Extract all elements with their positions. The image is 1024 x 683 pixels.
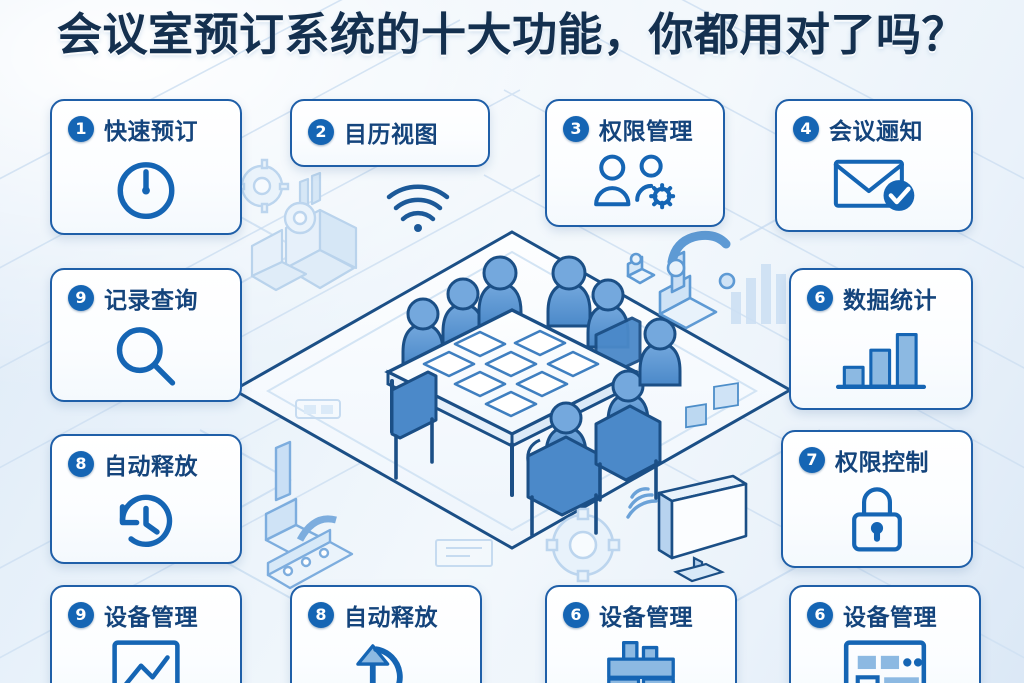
feature-card-data-statistics[interactable]: 6 数掘统计	[789, 268, 973, 410]
feature-card-equipment-management-device[interactable]: 6 设备管理	[545, 585, 737, 683]
lock-icon	[783, 481, 971, 557]
card-title: 记录查询	[104, 288, 198, 314]
person	[526, 401, 588, 473]
feature-card-quick-booking[interactable]: 1 快速预订	[50, 99, 242, 235]
card-number-badge: 4	[793, 116, 819, 142]
card-number-badge: 6	[807, 602, 833, 628]
feature-card-auto-release-refresh[interactable]: 8 自动释放	[290, 585, 482, 683]
card-header: 8 自动释放	[292, 587, 480, 632]
person	[586, 278, 630, 349]
feature-card-equipment-management-chart[interactable]: 9 设备管理	[50, 585, 242, 683]
feature-card-auto-release[interactable]: 8 自动释放	[50, 434, 242, 564]
card-header: 2 目历视图	[292, 101, 488, 149]
clock-icon	[52, 150, 240, 228]
card-number-badge: 9	[68, 285, 94, 311]
card-title: 设备管理	[843, 605, 937, 631]
person	[401, 297, 445, 368]
factory-building-icon	[250, 171, 358, 292]
conveyor-belt-icon	[264, 440, 354, 590]
page-title: 会议室预订系统的十大功能，你都用对了吗？	[56, 8, 967, 61]
card-number-badge: 8	[68, 451, 94, 477]
card-number-badge: 3	[563, 116, 589, 142]
table-documents	[422, 329, 600, 418]
feature-card-calendar-view[interactable]: 2 目历视图	[290, 99, 490, 167]
card-number-badge: 7	[799, 447, 825, 473]
person	[546, 255, 592, 328]
dashboard-layout-icon	[791, 636, 979, 683]
card-header: 6 数掘统计	[791, 270, 971, 315]
history-clock-icon	[52, 485, 240, 557]
feature-card-equipment-management-dashboard[interactable]: 6 设备管理	[789, 585, 981, 683]
card-title: 数掘统计	[843, 288, 937, 314]
card-title: 快速预订	[104, 119, 198, 145]
card-header: 6 设备管理	[791, 587, 979, 632]
card-number-badge: 6	[807, 285, 833, 311]
gear-icon-backdrop	[234, 158, 317, 235]
chair	[390, 370, 438, 480]
card-number-badge: 2	[308, 119, 334, 145]
card-header: 4 会议逦知	[777, 101, 971, 146]
person-group-back	[401, 255, 630, 368]
card-header: 9 设备管理	[52, 587, 240, 632]
card-title: 权限控制	[835, 450, 929, 476]
card-header: 6 设备管理	[547, 587, 735, 632]
card-title: 设备管理	[599, 605, 693, 631]
card-header: 7 权限控制	[783, 432, 971, 477]
card-number-badge: 8	[308, 602, 334, 628]
feature-card-record-query[interactable]: 9 记录查询	[50, 268, 242, 402]
wifi-signal-icon	[386, 184, 450, 232]
poster-title-wrap: 会议室预订系统的十大功能，你都用对了吗？	[0, 8, 1024, 61]
person	[638, 317, 682, 387]
monitor-screen-icon	[657, 382, 748, 583]
card-number-badge: 1	[68, 116, 94, 142]
users-gear-icon	[547, 150, 723, 216]
card-header: 1 快速预订	[52, 101, 240, 146]
card-title: 权限管理	[599, 119, 693, 145]
refresh-arrow-icon	[292, 636, 480, 683]
person-group-front	[390, 317, 682, 537]
platform-diamond	[230, 230, 794, 550]
feature-card-access-control[interactable]: 7 权限控制	[781, 430, 973, 568]
card-number-badge: 6	[563, 602, 589, 628]
bar-chart-icon	[791, 319, 971, 397]
search-icon	[52, 319, 240, 393]
card-header: 8 自动释放	[52, 436, 240, 481]
feature-card-meeting-notification[interactable]: 4 会议逦知	[775, 99, 973, 232]
line-chart-box-icon	[52, 636, 240, 683]
card-number-badge: 9	[68, 602, 94, 628]
feature-card-permission-management[interactable]: 3 权限管理	[545, 99, 725, 227]
card-header: 3 权限管理	[547, 101, 723, 146]
person	[477, 255, 523, 328]
person	[606, 369, 650, 440]
card-title: 自动释放	[344, 605, 438, 631]
mail-check-icon	[777, 150, 971, 216]
bar-chart-backdrop-icon	[731, 264, 786, 324]
gear-icon-lower	[545, 507, 621, 583]
chair	[526, 435, 602, 537]
chair	[594, 404, 662, 502]
wifi-signal-icon-monitor	[626, 487, 658, 519]
card-title: 会议逦知	[829, 119, 923, 145]
equipment-icon	[547, 636, 735, 683]
meeting-table-group	[384, 255, 682, 537]
card-header: 9 记录查询	[52, 270, 240, 315]
conference-table	[384, 308, 640, 497]
robot-arm-icon	[626, 230, 736, 330]
chair-group-back	[594, 316, 642, 379]
card-title: 目历视图	[344, 122, 438, 148]
person	[441, 277, 485, 348]
card-title: 自动释放	[104, 454, 198, 480]
card-title: 设备管理	[104, 605, 198, 631]
